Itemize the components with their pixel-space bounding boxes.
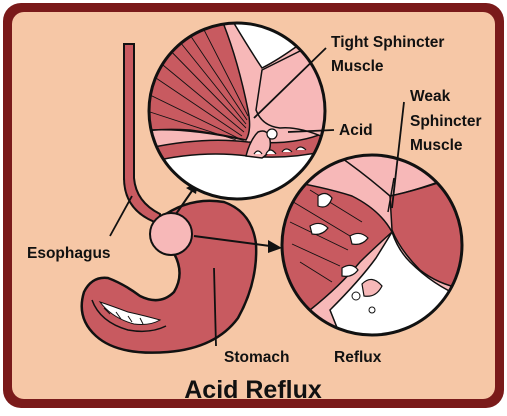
diagram-title: Acid Reflux (184, 376, 322, 404)
label-acid: Acid (339, 122, 373, 139)
label-tight-sphincter-line2: Muscle (331, 58, 384, 75)
junction-highlight (150, 213, 192, 255)
label-esophagus: Esophagus (27, 245, 111, 262)
label-weak-line1: Weak (410, 88, 451, 105)
label-reflux: Reflux (334, 349, 382, 366)
label-tight-sphincter-line1: Tight Sphincter (331, 34, 444, 51)
label-weak-line3: Muscle (410, 137, 463, 154)
label-weak-line2: Sphincter (410, 113, 481, 130)
label-stomach: Stomach (224, 349, 289, 366)
